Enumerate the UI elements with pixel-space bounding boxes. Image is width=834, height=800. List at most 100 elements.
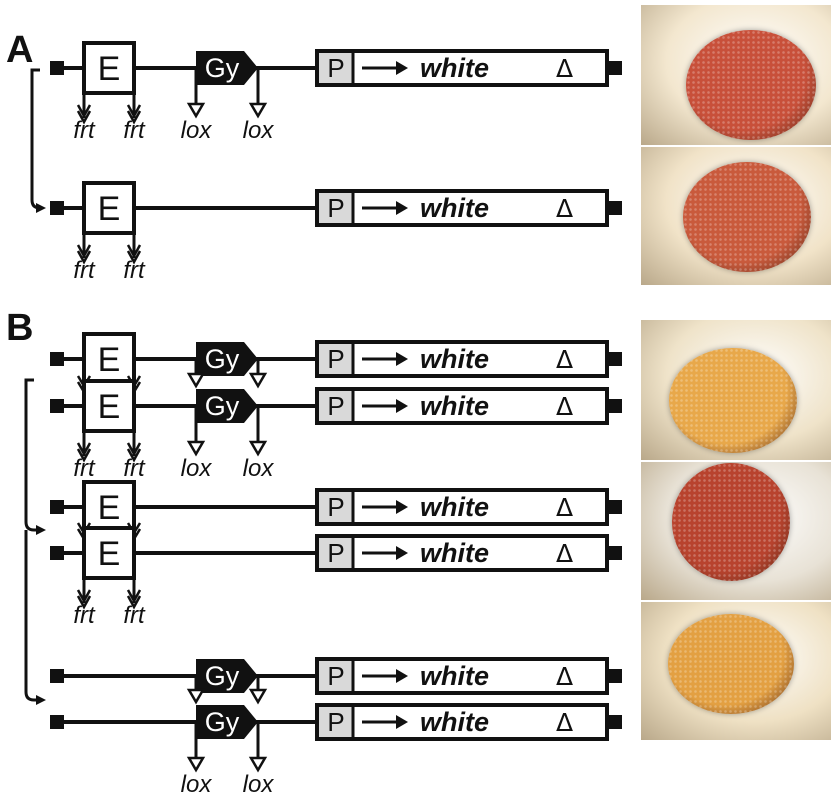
enhancer-label: E <box>98 341 121 379</box>
white-gene-label: white <box>420 661 489 691</box>
excision-arrow-b-frt <box>24 378 38 532</box>
promoter-label: P <box>327 391 344 421</box>
lox-site-icon <box>248 102 268 119</box>
excision-arrow-b-frt-head-icon <box>36 525 46 535</box>
lox-site-icon <box>248 372 268 389</box>
transcription-arrow-icon <box>396 201 408 215</box>
lox-site-icon <box>248 440 268 457</box>
excision-arrow-b-lox-head-icon <box>36 695 46 705</box>
left-end-cap <box>50 352 64 366</box>
enhancer-box <box>82 181 136 235</box>
lox-label: lox <box>181 771 213 798</box>
enhancer-box <box>82 41 136 95</box>
delta-symbol: Δ <box>556 345 573 374</box>
enhancer-label: E <box>98 489 121 527</box>
promoter-box <box>319 344 353 374</box>
left-end-cap <box>50 500 64 514</box>
gypsy-label: Gy <box>205 391 240 421</box>
promoter-label: P <box>327 492 344 522</box>
frt-label: frt <box>123 602 146 629</box>
enhancer-box <box>82 332 136 386</box>
gypsy-insulator <box>196 659 258 693</box>
lox-site-icon <box>248 688 268 705</box>
frt-label: frt <box>123 455 146 482</box>
left-end-cap <box>50 669 64 683</box>
frt-label: frt <box>73 257 96 284</box>
excision-arrow-a <box>30 68 41 210</box>
transcription-arrow-icon <box>396 61 408 75</box>
right-end-cap <box>608 546 622 560</box>
lox-site-icon <box>186 440 206 457</box>
transcription-arrow-icon <box>396 546 408 560</box>
transcription-arrow-icon <box>396 500 408 514</box>
transcription-arrow-icon <box>396 669 408 683</box>
delta-symbol: Δ <box>556 194 573 223</box>
eye-photo-b-middle <box>641 462 831 600</box>
promoter-box <box>319 492 353 522</box>
frt-label: frt <box>73 602 96 629</box>
promoter-box <box>319 707 353 737</box>
white-gene-label: white <box>420 391 489 421</box>
frt-site-icon <box>126 104 142 125</box>
delta-symbol: Δ <box>556 539 573 568</box>
eye-photo-a-top <box>641 5 831 145</box>
gypsy-label: Gy <box>205 53 240 83</box>
white-gene-label: white <box>420 344 489 374</box>
enhancer-label: E <box>98 190 121 228</box>
transcription-arrow-icon <box>396 399 408 413</box>
lox-label: lox <box>243 117 275 144</box>
excision-arrow-a-head-icon <box>36 203 46 213</box>
gypsy-label: Gy <box>205 707 240 737</box>
gypsy-insulator <box>196 705 258 739</box>
right-end-cap <box>608 61 622 75</box>
delta-symbol: Δ <box>556 708 573 737</box>
delta-symbol: Δ <box>556 392 573 421</box>
frt-site-icon <box>76 442 92 463</box>
compound-eye <box>669 347 797 453</box>
promoter-box <box>319 661 353 691</box>
frt-label: frt <box>123 117 146 144</box>
promoter-label: P <box>327 193 344 223</box>
enhancer-label: E <box>98 388 121 426</box>
right-end-cap <box>608 352 622 366</box>
frt-site-icon <box>126 589 142 610</box>
delta-symbol: Δ <box>556 54 573 83</box>
promoter-label: P <box>327 661 344 691</box>
enhancer-label: E <box>98 535 121 573</box>
frt-site-icon <box>76 244 92 265</box>
promoter-label: P <box>327 707 344 737</box>
white-gene-label: white <box>420 53 489 83</box>
lox-label: lox <box>243 455 275 482</box>
right-end-cap <box>608 399 622 413</box>
gypsy-insulator <box>196 389 258 423</box>
right-end-cap <box>608 669 622 683</box>
compound-eye <box>686 30 816 140</box>
promoter-label: P <box>327 53 344 83</box>
right-end-cap <box>608 715 622 729</box>
transcription-arrow-icon <box>396 352 408 366</box>
lox-label: lox <box>181 455 213 482</box>
white-gene-label: white <box>420 492 489 522</box>
lox-label: lox <box>181 117 213 144</box>
enhancer-box <box>82 480 136 534</box>
left-end-cap <box>50 201 64 215</box>
eye-photo-a-bottom <box>641 147 831 285</box>
promoter-box <box>319 53 353 83</box>
compound-eye <box>672 463 790 581</box>
left-end-cap <box>50 61 64 75</box>
promoter-box <box>319 538 353 568</box>
gypsy-label: Gy <box>205 661 240 691</box>
panel-label-a: A <box>6 29 33 71</box>
left-end-cap <box>50 399 64 413</box>
enhancer-box <box>82 526 136 580</box>
transcription-arrow-icon <box>396 715 408 729</box>
frt-label: frt <box>73 117 96 144</box>
excision-arrow-b-lox <box>24 530 40 702</box>
